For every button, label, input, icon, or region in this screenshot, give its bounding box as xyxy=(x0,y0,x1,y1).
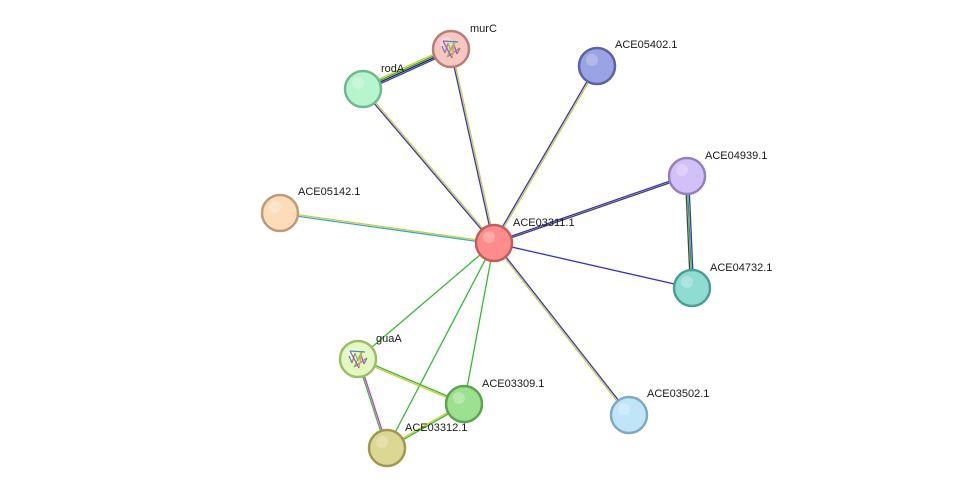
node-murC[interactable]: murC xyxy=(431,23,497,69)
node-label: ACE03309.1 xyxy=(482,378,544,390)
node-highlight xyxy=(681,276,693,288)
edge-evidence-line xyxy=(494,66,599,244)
protein-structure-icon xyxy=(441,40,461,59)
node-rodA[interactable]: rodA xyxy=(343,63,405,109)
structure-strand xyxy=(441,45,446,54)
edge-ACE03311.1-ACE05402.1[interactable] xyxy=(492,65,599,244)
node-ACE05142.1[interactable]: ACE05142.1 xyxy=(260,186,360,233)
structure-strand xyxy=(451,40,456,59)
node-highlight xyxy=(676,164,688,176)
node-circle xyxy=(444,384,484,424)
node-layer: ACE03311.1 murC rodA ACE05402.1ACE04939.1AC… xyxy=(260,23,772,468)
node-ACE04939.1[interactable]: ACE04939.1 xyxy=(667,150,767,196)
structure-strand xyxy=(442,40,453,59)
node-ACE04732.1[interactable]: ACE04732.1 xyxy=(672,262,772,308)
node-highlight xyxy=(269,201,281,213)
edge-ACE03311.1-rodA[interactable] xyxy=(361,88,496,244)
structure-strand xyxy=(442,40,459,43)
edge-evidence-line xyxy=(463,242,495,405)
node-guaA[interactable]: guaA xyxy=(338,333,402,379)
node-ACE05402.1[interactable]: ACE05402.1 xyxy=(577,39,677,86)
edge-evidence-line xyxy=(449,49,494,244)
edge-evidence-line xyxy=(493,242,693,289)
protein-structure-icon xyxy=(348,350,368,369)
edge-ACE03311.1-ACE03502.1[interactable] xyxy=(492,242,631,416)
node-label: ACE03312.1 xyxy=(405,422,467,434)
edge-evidence-line xyxy=(357,242,495,360)
node-highlight xyxy=(376,436,388,448)
node-circle xyxy=(609,395,649,435)
edge-evidence-line xyxy=(494,242,631,415)
structure-strand xyxy=(358,350,363,369)
edge-ACE03311.1-ACE04732.1[interactable] xyxy=(493,242,693,289)
structure-strand xyxy=(446,40,456,58)
node-ACE03312.1[interactable]: ACE03312.1 xyxy=(367,422,467,468)
node-highlight xyxy=(586,54,598,66)
node-highlight xyxy=(453,392,465,404)
edge-ACE03311.1-murC[interactable] xyxy=(449,48,496,244)
node-circle xyxy=(667,156,707,196)
edge-evidence-line xyxy=(280,211,495,243)
edge-evidence-line xyxy=(492,243,629,416)
node-ACE03502.1[interactable]: ACE03502.1 xyxy=(609,388,709,435)
node-label: guaA xyxy=(376,333,402,345)
node-ACE03311.1[interactable]: ACE03311.1 xyxy=(474,217,575,263)
node-ACE03309.1[interactable]: ACE03309.1 xyxy=(444,378,544,424)
structure-strand xyxy=(349,350,360,369)
edge-evidence-line xyxy=(386,242,495,449)
node-label: ACE05142.1 xyxy=(298,186,360,198)
edge-evidence-line xyxy=(363,88,496,243)
node-label: ACE04939.1 xyxy=(705,150,767,162)
node-label: ACE05402.1 xyxy=(615,39,677,51)
node-highlight xyxy=(483,231,495,243)
node-label: ACE04732.1 xyxy=(710,262,772,274)
node-highlight xyxy=(352,77,364,89)
node-label: ACE03311.1 xyxy=(513,217,575,229)
structure-strand xyxy=(349,350,366,353)
node-circle xyxy=(367,428,407,468)
edge-ACE03311.1-guaA[interactable] xyxy=(357,242,495,360)
edge-evidence-line xyxy=(493,174,687,243)
edge-evidence-line xyxy=(451,48,496,243)
structure-strand xyxy=(450,44,455,52)
structure-strand xyxy=(353,350,363,368)
node-circle xyxy=(343,69,383,109)
node-circle xyxy=(474,223,514,263)
structure-strand xyxy=(348,355,353,364)
edge-evidence-line xyxy=(279,213,494,245)
structure-strand xyxy=(357,354,362,362)
node-circle xyxy=(672,268,712,308)
edge-evidence-line xyxy=(361,89,494,244)
node-circle xyxy=(260,193,300,233)
edge-evidence-line xyxy=(492,65,597,243)
node-circle xyxy=(577,46,617,86)
edge-ACE03311.1-ACE03309.1[interactable] xyxy=(463,242,495,405)
node-label: murC xyxy=(470,23,497,35)
edge-evidence-line xyxy=(494,176,688,245)
edge-ACE03311.1-ACE05142.1[interactable] xyxy=(279,211,495,245)
edge-ACE03311.1-ACE04939.1[interactable] xyxy=(493,174,688,245)
node-label: ACE03502.1 xyxy=(647,388,709,400)
node-highlight xyxy=(618,403,630,415)
node-label: rodA xyxy=(381,63,405,75)
edge-ACE03311.1-ACE03312.1[interactable] xyxy=(386,242,495,449)
